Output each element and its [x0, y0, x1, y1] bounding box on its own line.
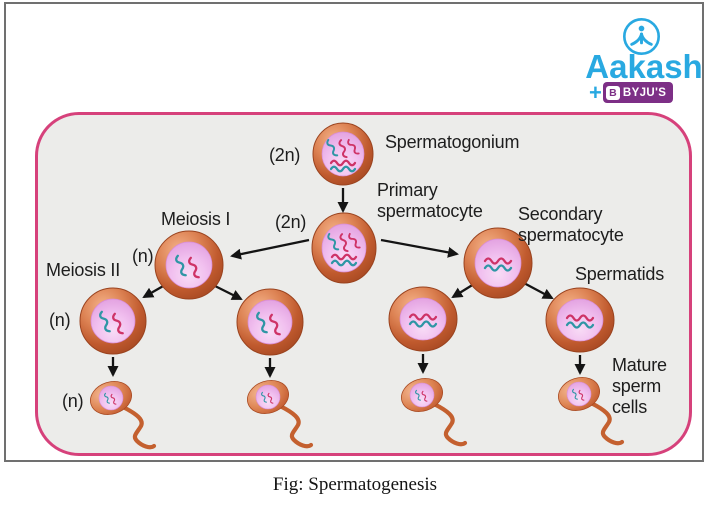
logo-circle [623, 18, 660, 55]
figure-frame: Aakash + B BYJU'S [4, 2, 704, 462]
arrow [230, 238, 310, 260]
aakash-logo-icon [623, 18, 660, 55]
logo-head-dot [638, 25, 645, 32]
label-ploidy-n-sperm: (n) [62, 391, 84, 411]
arrow [142, 284, 166, 298]
label-mature-sperm-cells: Mature sperm cells [612, 355, 667, 417]
label-secondary-spermatocyte: Secondary spermatocyte [518, 204, 624, 245]
flow-arrows [107, 188, 586, 378]
byjus-label: BYJU'S [622, 86, 667, 99]
mature-sperm-3 [397, 373, 465, 444]
spermatid-cell-2 [236, 288, 304, 356]
label-ploidy-n-spermatid: (n) [49, 310, 71, 330]
brand-name: Aakash [585, 48, 703, 85]
arrow [380, 238, 459, 258]
label-primary-spermatocyte: Primary spermatocyte [377, 180, 483, 221]
label-ploidy-2n-spermatogonium: (2n) [269, 145, 301, 165]
secondary-spermatocyte-left-cell [154, 230, 224, 300]
byjus-badge: B BYJU'S [602, 82, 674, 103]
label-meiosis-2: Meiosis II [46, 260, 121, 280]
spermatid-cell-1 [79, 287, 147, 355]
label-meiosis-1: Meiosis I [161, 209, 231, 229]
spermatogonium-cell [312, 122, 374, 186]
mature-sperm-1 [86, 376, 154, 447]
label-spermatids: Spermatids [575, 264, 665, 284]
label-ploidy-n-secondary: (n) [132, 246, 154, 266]
label-spermatogonium: Spermatogonium [385, 132, 520, 152]
label-ploidy-2n-primary: (2n) [275, 212, 307, 232]
mature-sperm-2 [243, 375, 311, 446]
logo-figure [630, 32, 653, 46]
byjus-b-icon: B [605, 85, 620, 100]
arrow [521, 280, 554, 300]
spermatid-cell-3 [388, 286, 458, 352]
spermatid-cell-4 [545, 287, 615, 353]
arrow [212, 283, 243, 301]
primary-spermatocyte-cell [311, 212, 377, 284]
figure-caption: Fig: Spermatogenesis [272, 474, 438, 495]
byjus-badge-row: + B BYJU'S [589, 79, 674, 105]
secondary-spermatocyte-right-cell [463, 227, 533, 299]
spermatogenesis-diagram [79, 122, 710, 469]
plus-icon: + [589, 79, 602, 105]
arrow [451, 283, 475, 299]
